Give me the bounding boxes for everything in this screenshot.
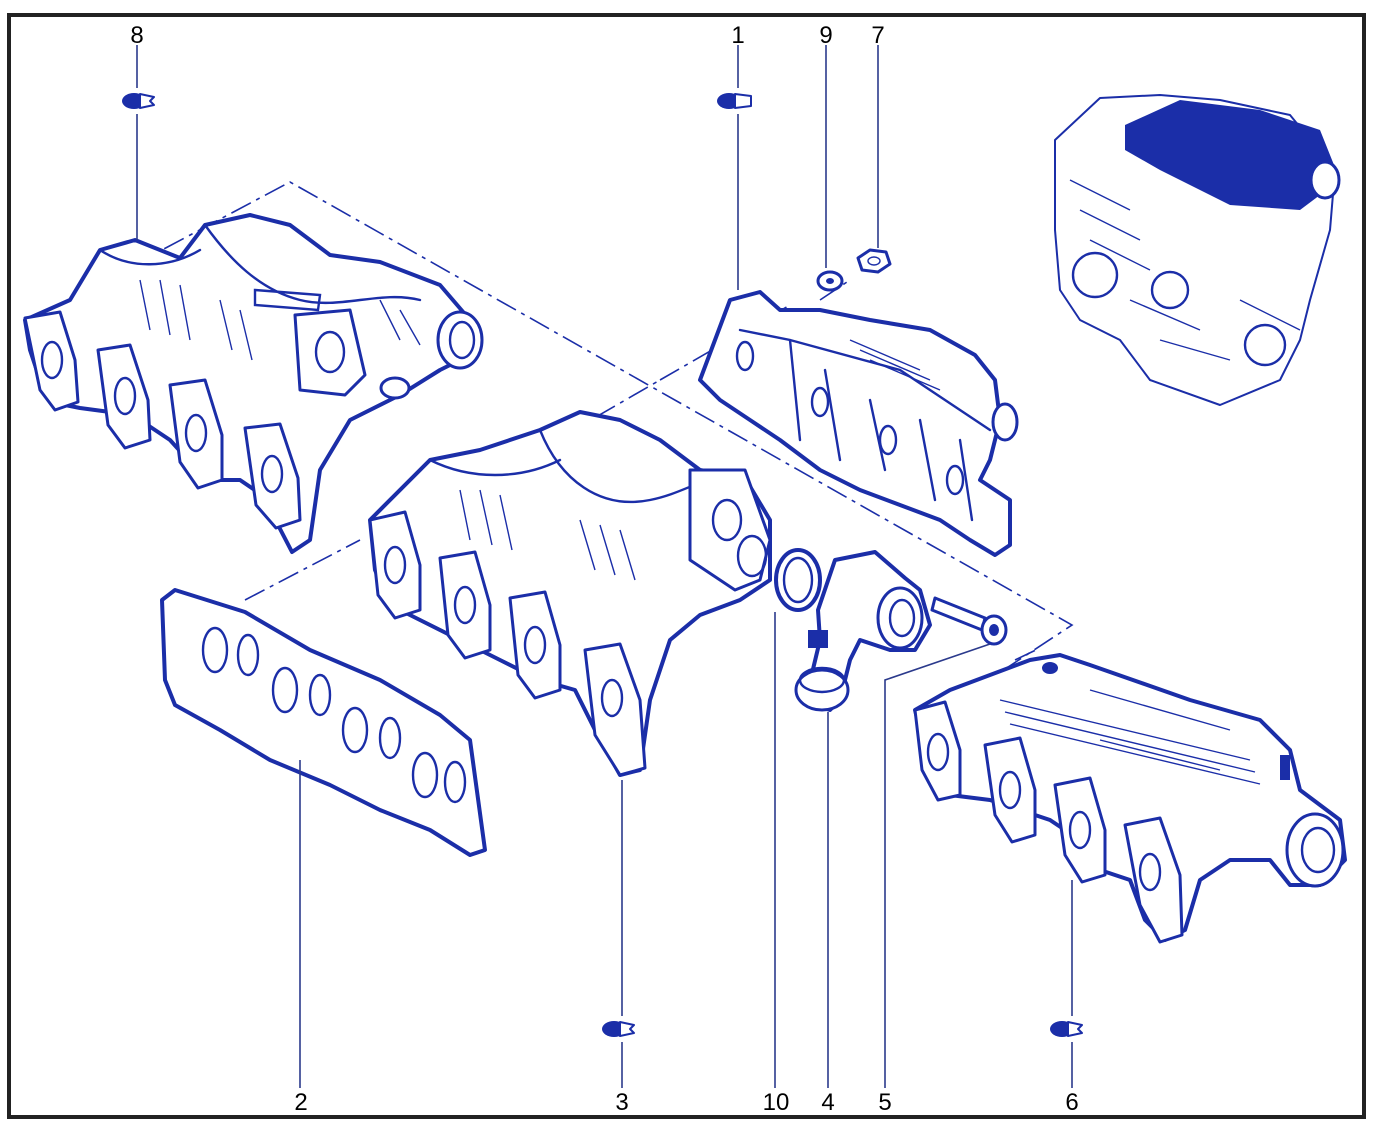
callout-5: 5 [878,1089,891,1116]
callout-6: 6 [1065,1089,1078,1116]
nut-part-7 [856,248,892,274]
intake-manifold-center [368,410,772,777]
callout-8: 8 [130,22,143,49]
callout-3: 3 [615,1089,628,1116]
gasket-part-2 [160,588,487,857]
washer-part-9 [816,270,844,292]
callout-2: 2 [294,1089,307,1116]
callout-labels: 8 1 9 7 2 3 10 4 5 6 [130,22,1078,1116]
diagram-border [7,13,1366,1119]
intake-manifold-upper-left [23,213,484,554]
callout-4: 4 [821,1089,834,1116]
clip-part-1 [717,93,752,109]
bolt-part-5 [930,596,1008,646]
manifold-cover-upper-right [698,290,1019,557]
clip-part-6 [1050,1021,1083,1037]
callout-10: 10 [763,1089,790,1116]
clip-part-8 [122,93,155,109]
callout-7: 7 [871,22,884,49]
clip-part-3 [602,1021,635,1037]
valve-housing-part-4 [794,550,932,712]
engine-locator-thumbnail [1054,94,1341,406]
intake-manifold-lower-right [913,653,1347,944]
seal-ring-part-10 [774,548,822,612]
leader-lines [136,45,1073,1088]
callout-1: 1 [731,22,744,49]
callout-9: 9 [819,22,832,49]
